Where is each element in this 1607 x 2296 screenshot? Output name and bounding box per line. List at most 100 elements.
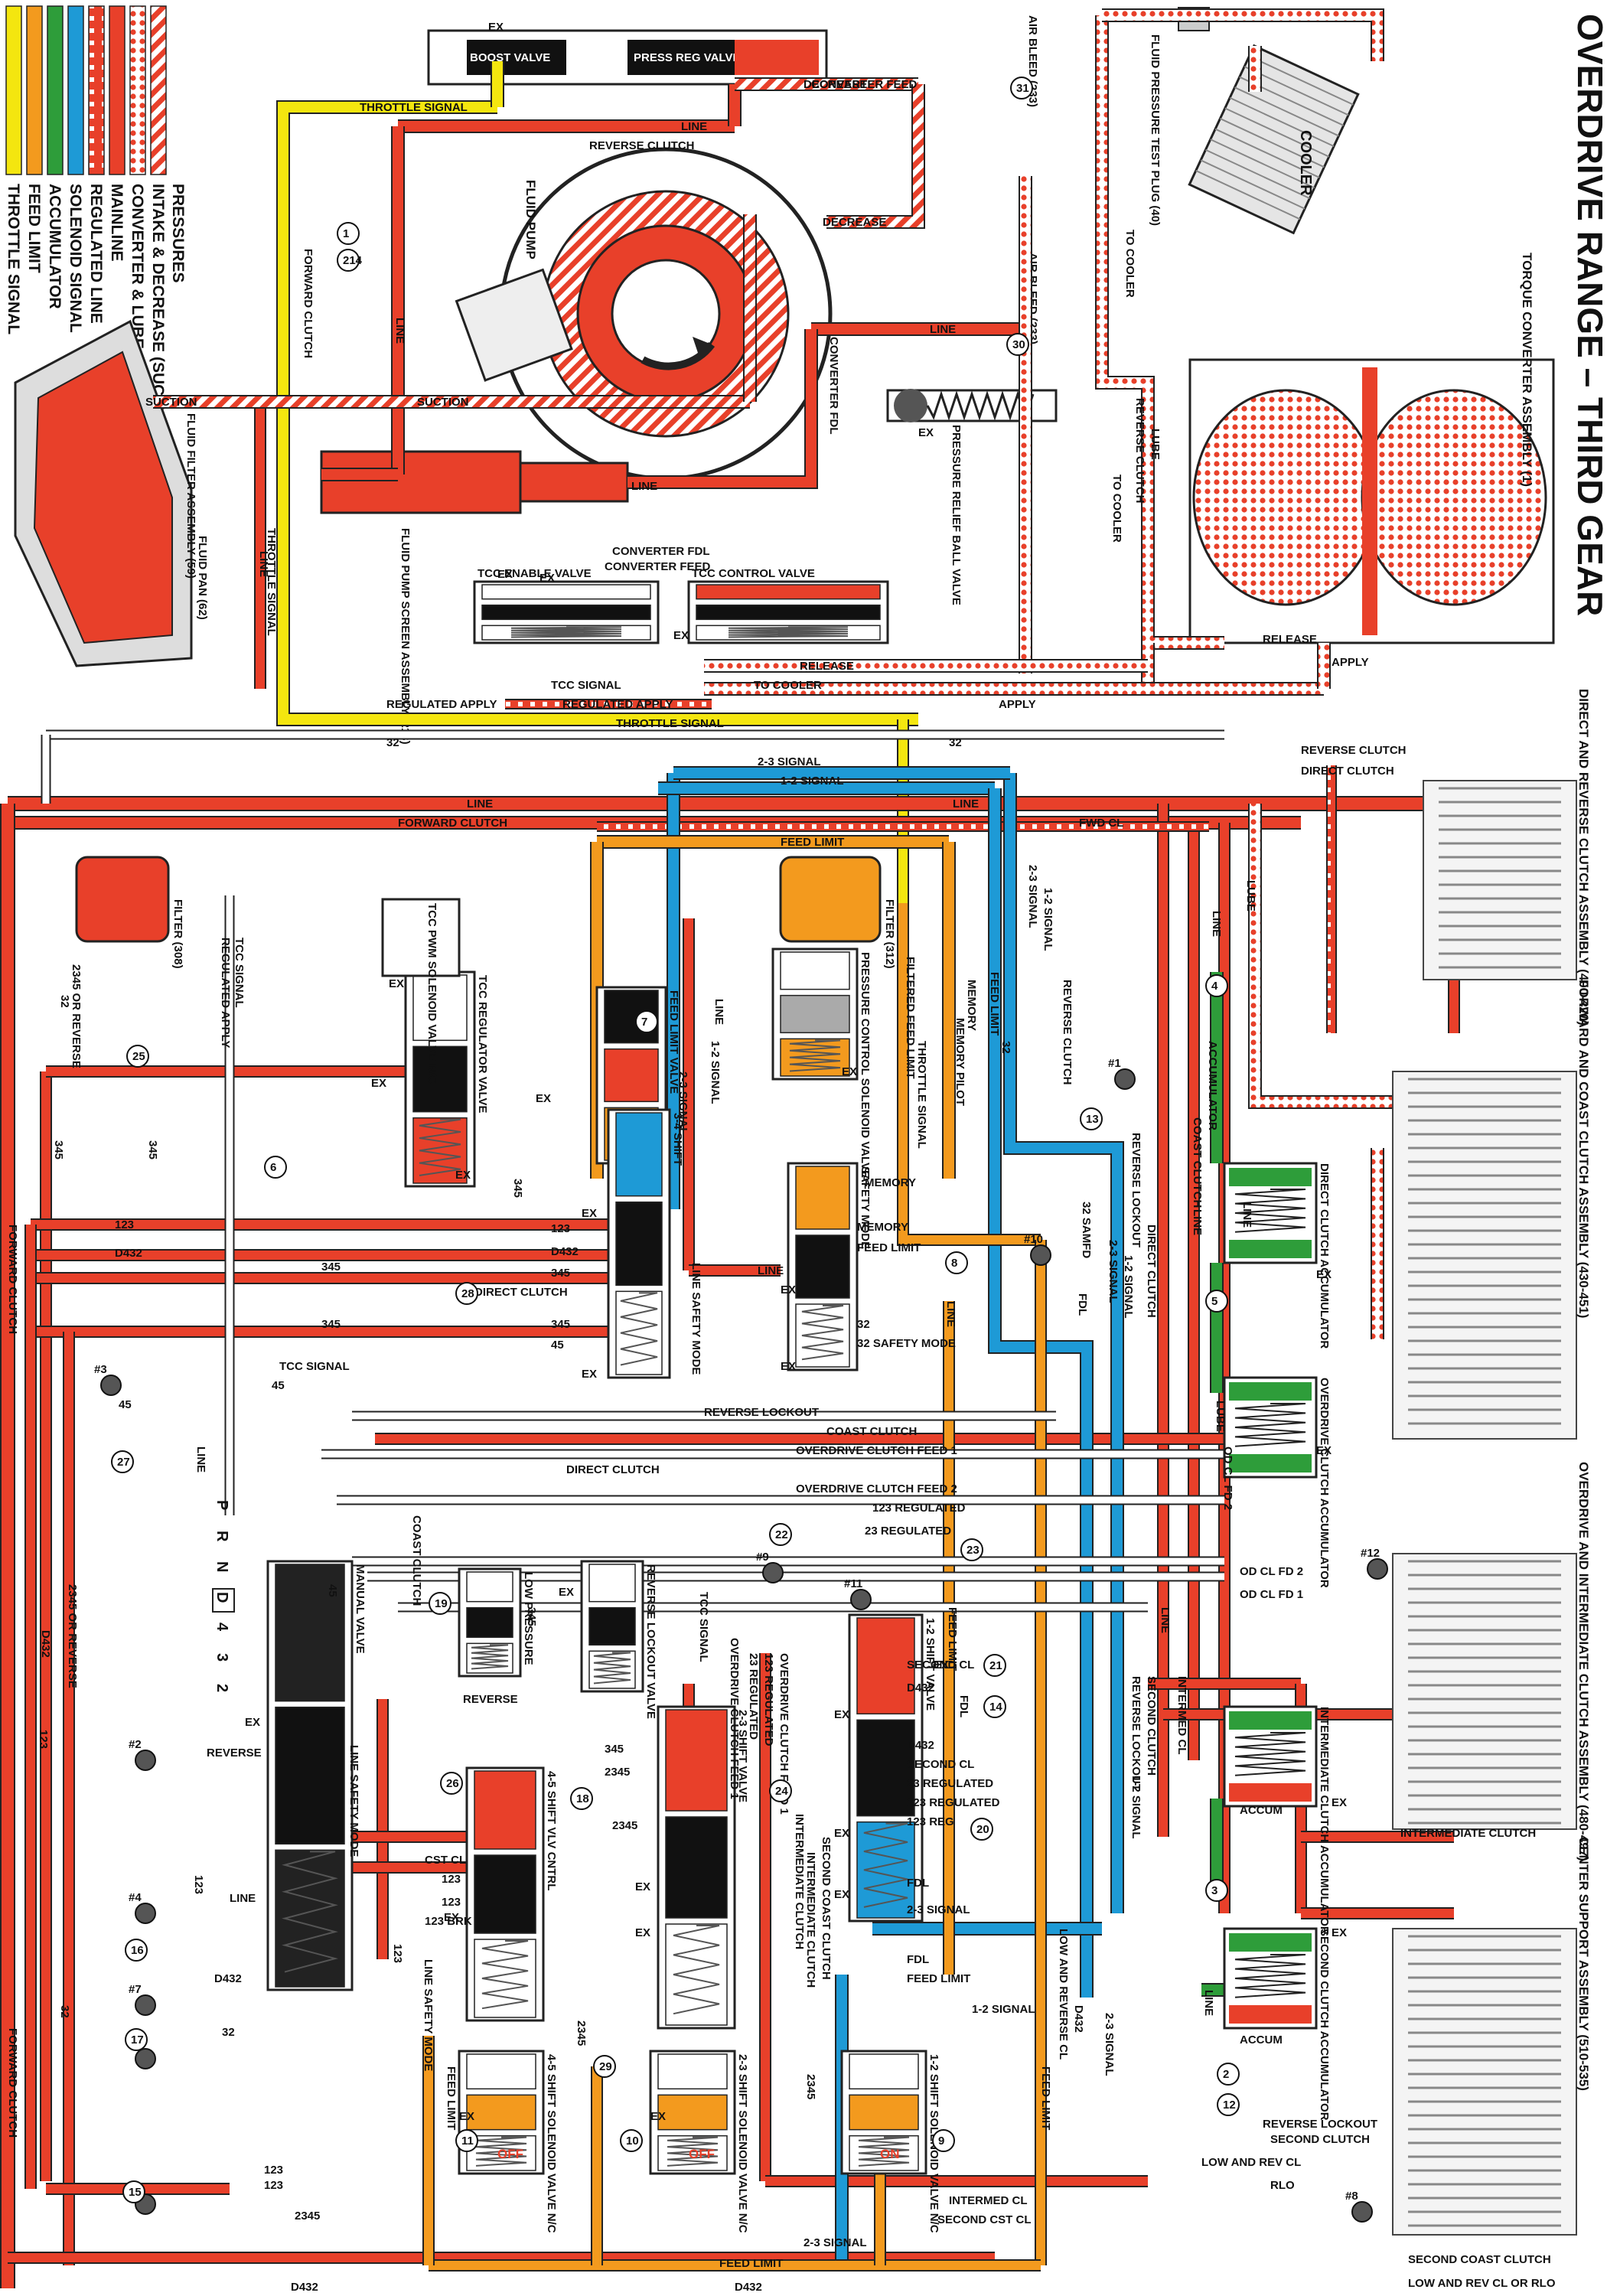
orifice: 2 — [1217, 2063, 1240, 2086]
orifice-label: 18 — [576, 1792, 589, 1805]
valve: TCC ENABLE VALVE — [473, 567, 660, 644]
solenoid-state: OFF — [689, 2147, 715, 2161]
line-label-vertical: 23 REGULATED — [747, 1653, 760, 1740]
exhaust-label: EX — [834, 1708, 849, 1721]
orifice-label: 30 — [1012, 338, 1025, 351]
cooler — [1188, 44, 1360, 235]
pipe — [1097, 15, 1224, 648]
legend-label: INTAKE & DECREASE (SUCTION) — [149, 184, 167, 439]
orifice: 25 — [126, 1045, 149, 1068]
orifice-label: 3 — [1211, 1884, 1217, 1897]
orifice-label: 27 — [117, 1456, 130, 1469]
pipe — [1102, 10, 1383, 61]
legend-swatch — [5, 5, 22, 175]
orifice-label: 6 — [270, 1161, 276, 1174]
exhaust-label: EX — [582, 1368, 597, 1381]
orifice: 3 — [1205, 1879, 1228, 1902]
gear-label: P — [214, 1500, 230, 1510]
line-label: APPLY — [999, 698, 1036, 711]
line-label-vertical: INTERMED CL — [1175, 1676, 1188, 1755]
filter: FILTER (312) — [779, 856, 896, 969]
valve-label: FEED LIMIT VALVE — [667, 990, 680, 1094]
line-label: SUCTION — [417, 396, 469, 409]
exhaust-label: EX — [781, 1283, 796, 1296]
orifice: 13 — [1080, 1107, 1103, 1130]
diagram-title: OVERDRIVE RANGE – THIRD GEAR — [1570, 14, 1607, 616]
line-label: DIRECT CLUTCH — [566, 1463, 660, 1476]
line-label: 1-2 SIGNAL — [972, 2003, 1035, 2016]
orifice: 18 — [570, 1787, 593, 1810]
exhaust-label: EX — [389, 977, 404, 990]
line-label-vertical: 2345 — [804, 2074, 817, 2099]
line-label: FEED LIMIT — [719, 2257, 783, 2270]
line-label: THROTTLE SIGNAL — [616, 717, 724, 730]
checkball-label: #4 — [129, 1891, 142, 1904]
line-label-vertical: 2-3 SIGNAL — [1107, 1240, 1120, 1303]
line-label: 32 — [222, 2026, 235, 2039]
orifice-label: 31 — [1016, 82, 1029, 95]
line-label-vertical: LINE SAFETY MODE — [689, 1263, 702, 1375]
line-label: 123 — [442, 1896, 461, 1909]
line-label: 123 REGULATED — [872, 1502, 966, 1515]
valve-label: 4-5 SHIFT VLV CNTRL — [545, 1771, 558, 1890]
line-label-vertical: COAST CLUTCH — [1191, 1117, 1204, 1208]
line-label-vertical: OVERDRIVE CLUTCH FEED 1 — [728, 1638, 741, 1799]
checkball-label: #12 — [1361, 1547, 1380, 1560]
torque-converter-label: TORQUE CONVERTER ASSEMBLY (1) — [1520, 253, 1534, 487]
line-label: REVERSE CLUTCH — [1301, 744, 1407, 757]
gear-label: D — [214, 1592, 230, 1603]
line-label: 2345 — [612, 1819, 637, 1832]
line-label: 23 REGULATED — [865, 1525, 951, 1538]
orifice: 10 — [620, 2129, 643, 2152]
line-label: REVERSE — [463, 1693, 518, 1706]
line-label: ACCUM — [1240, 2033, 1283, 2047]
filter-label: FILTER (312) — [883, 899, 896, 969]
boost-valve — [467, 40, 566, 75]
line-label: 345 — [321, 1261, 341, 1274]
orifice: 8 — [945, 1251, 968, 1274]
line-label-vertical: 2-3 SIGNAL — [676, 1071, 689, 1135]
line-label: 2345 — [295, 2210, 320, 2223]
valve: REVERSE LOCKOUT VALVE — [580, 1560, 657, 1719]
line-label-vertical: REVERSE LOCKOUT — [1129, 1676, 1143, 1791]
legend-swatch — [109, 5, 125, 175]
exhaust-label: EX — [455, 1169, 471, 1182]
orifice: 31 — [1010, 77, 1033, 99]
line-label: SECOND CLUTCH — [1270, 2133, 1370, 2146]
exhaust-label: EX — [635, 1880, 650, 1893]
line-label: RELEASE — [800, 660, 854, 673]
line-label: RELEASE — [1263, 633, 1317, 646]
exhaust-label: EX — [1332, 1796, 1347, 1809]
line-label: LOW AND REV CL — [1201, 2156, 1301, 2169]
exhaust-label: EX — [781, 1360, 796, 1373]
line-label: CONVERTER FEED — [811, 78, 918, 91]
valve: 1-2 SHIFT SOLENOID VALVE N/C — [840, 2050, 940, 2233]
line-label: INTERMEDIATE CLUTCH — [1400, 1827, 1536, 1840]
accumulator-label: DIRECT CLUTCH ACCUMULATOR — [1318, 1163, 1331, 1349]
line-label: CST CL — [425, 1854, 466, 1867]
line-label: OD CL FD 2 — [1240, 1565, 1303, 1578]
line-label: FWD CL — [1079, 817, 1123, 830]
line-label-vertical: LINE — [1159, 1607, 1172, 1633]
line-label: 1-2 SIGNAL — [781, 775, 844, 788]
line-label-vertical: LINE SAFETY MODE — [422, 1959, 435, 2071]
orifice-label: 19 — [435, 1597, 448, 1610]
line-label: LOW AND REV CL OR RLO — [1408, 2277, 1556, 2290]
orifice-label: 26 — [446, 1777, 459, 1790]
pipe — [898, 903, 1041, 1244]
exhaust-label: EX — [245, 1716, 260, 1729]
line-label: 123 REGULATED — [907, 1796, 1000, 1809]
line-label: LINE — [230, 1892, 256, 1905]
line-label: D432 — [291, 2281, 318, 2294]
line-label: D432 — [115, 1247, 142, 1260]
orifice: 22 — [769, 1523, 792, 1546]
valve-label: 2-3 SHIFT SOLENOID VALVE N/C — [736, 2054, 749, 2233]
orifice-label: 29 — [599, 2060, 612, 2073]
line-label: 45 — [551, 1339, 564, 1352]
legend-label: SOLENOID SIGNAL — [67, 184, 84, 333]
line-label: 32 — [857, 1318, 870, 1331]
exhaust-label: EX — [650, 2110, 666, 2123]
tcc-pwm-solenoid-label: TCC PWM SOLENOID VALVE N/C — [425, 903, 438, 1084]
orifices: 1234567891011121314151617181920212223242… — [111, 77, 1240, 2203]
